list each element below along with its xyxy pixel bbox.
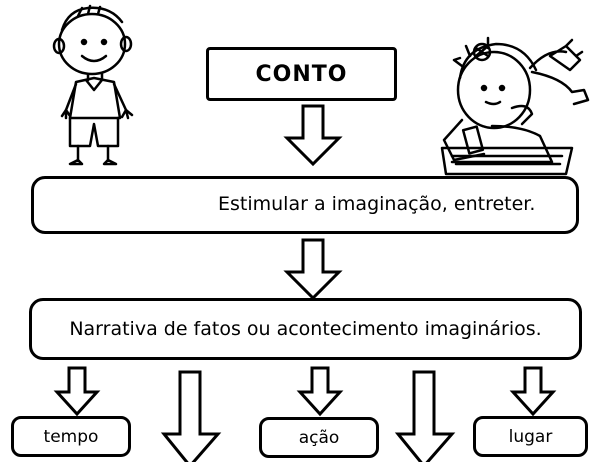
arrow-down-icon: [509, 366, 557, 417]
arrow-down-icon: [160, 370, 222, 462]
arrow-down-icon: [283, 104, 343, 167]
element-label: tempo: [43, 426, 99, 447]
arrow-down-icon: [394, 370, 456, 462]
element-box-acao: ação: [259, 417, 379, 458]
arrow-down-icon: [53, 366, 101, 417]
purpose-text: Estimular a imaginação, entreter.: [218, 193, 536, 215]
element-label: lugar: [508, 426, 553, 447]
arrow-down-icon: [296, 366, 344, 417]
element-box-tempo: tempo: [11, 416, 131, 457]
arrow-down-icon: [283, 238, 343, 301]
title-box: CONTO: [206, 47, 397, 101]
cartoon-girl-reading-illustration: [440, 36, 590, 176]
purpose-box: Estimular a imaginação, entreter.: [31, 176, 579, 234]
definition-box: Narrativa de fatos ou acontecimento imag…: [29, 298, 582, 360]
cartoon-boy-illustration: [52, 4, 134, 166]
title-text: CONTO: [255, 61, 348, 87]
element-box-lugar: lugar: [473, 416, 588, 457]
element-label: ação: [298, 427, 340, 448]
definition-text: Narrativa de fatos ou acontecimento imag…: [69, 318, 542, 340]
